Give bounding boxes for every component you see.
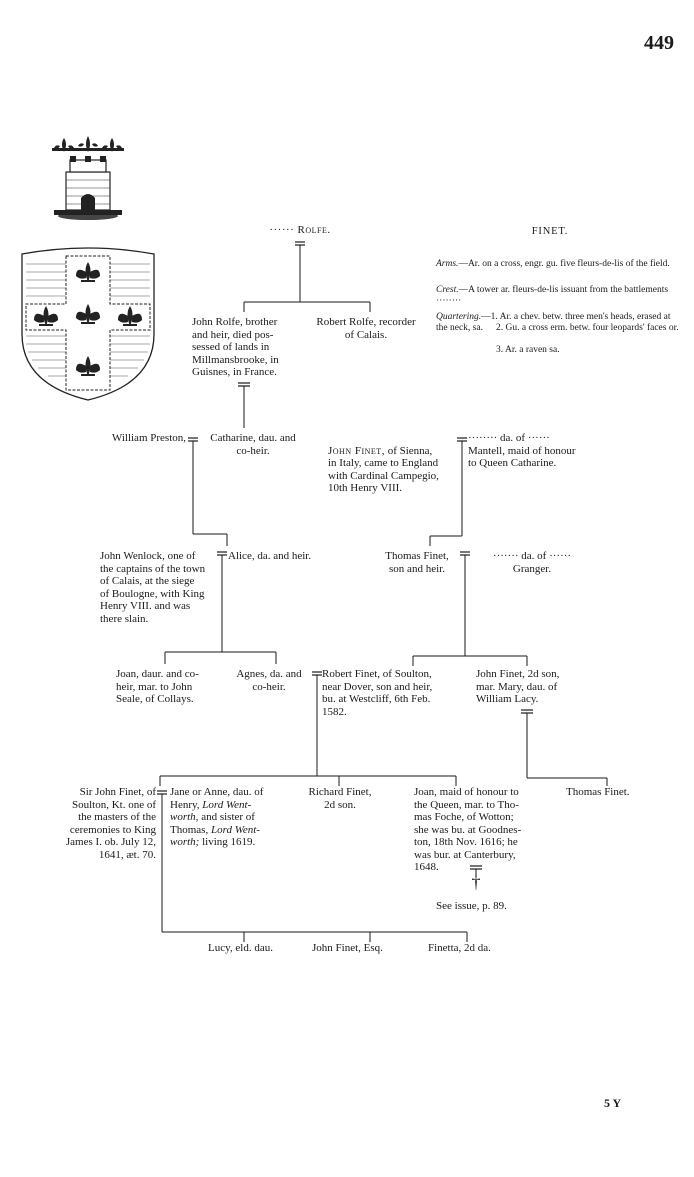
person-joan-foche: Joan, maid of honour to the Queen, mar. … xyxy=(414,786,522,873)
person-john-wenlock: John Wenlock, one of the captains of the… xyxy=(100,550,206,625)
jane-anne-title-2: Lord Went- worth; xyxy=(170,823,260,849)
crest-label: Crest. xyxy=(436,285,459,295)
john-finet-sienna-rest: of Sienna, in Italy, came to England wit… xyxy=(328,444,439,495)
jane-anne-text-3: living 1619. xyxy=(199,836,256,848)
jane-anne-text-2: and sister of Thomas, xyxy=(170,811,255,836)
person-john-finet-esq: John Finet, Esq. xyxy=(312,942,383,954)
arms-label: Arms. xyxy=(436,259,459,269)
person-john-rolfe: John Rolfe, brother and heir, died pos- … xyxy=(192,316,279,378)
person-thomas-finet: Thomas Finet. xyxy=(566,786,630,798)
person-granger: ······· da. of ······ Granger. xyxy=(492,550,572,575)
cross-symbol-icon: † xyxy=(471,872,481,892)
arms-blazon: Arms.—Ar. on a cross, engr. gu. five fle… xyxy=(436,248,680,270)
john-finet-sienna-name: John Finet, xyxy=(328,444,385,457)
jane-anne-title-1: Lord Went- worth, xyxy=(170,798,252,824)
quartering-label: Quartering. xyxy=(436,312,482,322)
quartering-2: 2. Gu. a cross erm. betw. four leopards'… xyxy=(496,323,679,333)
person-richard-finet: Richard Finet, 2d son. xyxy=(308,786,372,811)
crest-text: —A tower ar. fleurs-de-lis issuant from … xyxy=(436,285,669,306)
signature-mark: 5 Y xyxy=(604,1096,622,1110)
quartering-1-text: —1. Ar. a chev. betw. three men's heads,… xyxy=(436,312,671,333)
person-alice: Alice, da. and heir. xyxy=(228,550,312,562)
see-issue-note: See issue, p. 89. xyxy=(436,900,507,912)
person-sir-john-finet: Sir John Finet, of Soulton, Kt. one of t… xyxy=(65,786,156,861)
arms-shield-icon xyxy=(21,247,155,401)
person-lucy: Lucy, eld. dau. xyxy=(208,942,273,954)
person-thomas-finet-heir: Thomas Finet, son and heir. xyxy=(385,550,449,575)
rolfe-heading: ······ Rolfe. xyxy=(269,224,331,236)
crest-tower-icon xyxy=(52,136,124,220)
jane-anne-text-1: Jane or Anne, dau. of Henry, xyxy=(170,786,264,811)
person-finetta: Finetta, 2d da. xyxy=(428,942,491,954)
person-john-finet-sienna: John Finet, of Sienna, in Italy, came to… xyxy=(328,432,458,495)
person-jane-or-anne: Jane or Anne, dau. of Henry, Lord Went- … xyxy=(170,786,300,849)
finet-heading: FINET. xyxy=(531,226,569,237)
person-robert-rolfe: Robert Rolfe, recorder of Calais. xyxy=(316,316,416,341)
person-mantell: ········ da. of ······ Mantell, maid of … xyxy=(468,432,576,469)
person-william-preston: William Preston, xyxy=(111,432,186,444)
crest-blazon: Crest.—A tower ar. fleurs-de-lis issuant… xyxy=(436,274,680,307)
person-catharine: Catharine, dau. and co-heir. xyxy=(210,432,296,457)
page-number: 449 xyxy=(644,32,674,54)
person-joan-seale: Joan, daur. and co- heir, mar. to John S… xyxy=(116,668,199,705)
person-robert-finet: Robert Finet, of Soulton, near Dover, so… xyxy=(322,668,433,718)
arms-text: —Ar. on a cross, engr. gu. five fleurs-d… xyxy=(458,259,670,269)
quartering-3: 3. Ar. a raven sa. xyxy=(496,345,560,355)
quartering-1: Quartering.—1. Ar. a chev. betw. three m… xyxy=(436,301,680,334)
person-john-finet-2d: John Finet, 2d son, mar. Mary, dau. of W… xyxy=(476,668,560,705)
person-agnes: Agnes, da. and co-heir. xyxy=(236,668,302,693)
